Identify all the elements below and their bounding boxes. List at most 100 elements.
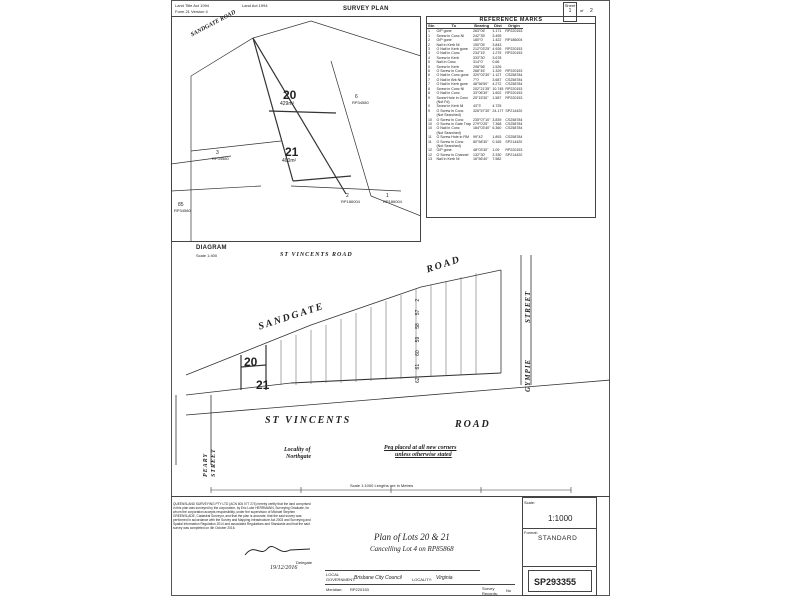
reference-marks-cell: RP220153 bbox=[505, 86, 523, 91]
reference-marks-cell: 16°56'40" bbox=[473, 157, 489, 162]
meridian-label: Meridian: bbox=[326, 587, 343, 592]
surveyor-statement: QUEENSLAND SURVEYING PTY LTD (ACN 604 07… bbox=[173, 502, 311, 530]
meridian-value: RP220153 bbox=[350, 587, 369, 592]
reference-marks-cell: CS258784 bbox=[505, 126, 523, 131]
government-value: Brisbane City Council bbox=[354, 575, 402, 581]
reference-marks-cell: 150°05' bbox=[473, 42, 486, 47]
reference-marks-cell: CS258784 bbox=[505, 82, 523, 87]
reference-marks-cell: 1.422 bbox=[492, 38, 502, 43]
peg-note-1: Peg placed at all new corners bbox=[384, 445, 457, 451]
reference-marks-cell: 11 bbox=[428, 135, 432, 140]
plan-number-box bbox=[528, 570, 592, 592]
survey-plan-heading: SURVEY PLAN bbox=[343, 6, 389, 12]
reference-marks-cell: 4 bbox=[428, 55, 430, 60]
plan-lot-number: 2 bbox=[415, 298, 421, 302]
reference-marks-cell: 10 bbox=[428, 126, 432, 131]
reference-marks-column-header: Stn bbox=[427, 23, 436, 30]
reference-marks-cell: 12 bbox=[428, 152, 432, 157]
diagram-lot-2: 2 bbox=[346, 193, 349, 199]
reference-marks-cell: 4.725 bbox=[492, 104, 502, 109]
diagram-lot-6: 6 bbox=[355, 94, 358, 100]
sheet-box: Sheet 1 bbox=[563, 2, 577, 22]
reference-marks-cell: O/P gone bbox=[436, 29, 452, 34]
reference-marks-cell: RP220153 bbox=[505, 95, 523, 100]
reference-marks-cell: 0.165 bbox=[492, 139, 502, 144]
scale-value: 1:1000 bbox=[548, 514, 573, 523]
diagram-lot-1: 1 bbox=[386, 193, 389, 199]
plan-number: SP293355 bbox=[534, 577, 577, 587]
reference-marks-cell: 1.602 bbox=[492, 91, 502, 96]
sheet-label: Sheet bbox=[564, 3, 576, 8]
reference-marks-cell bbox=[504, 157, 523, 161]
reference-marks-cell: RP220153 bbox=[505, 29, 523, 34]
reference-marks-cell: RP186004 bbox=[505, 38, 523, 43]
form-number: Form 21 Version 4 bbox=[175, 9, 208, 14]
reference-marks-cell: O Screw in Conc bbox=[436, 139, 464, 144]
street-peary-2: STREET bbox=[211, 448, 217, 477]
reference-marks-cell: O Screw in Channel bbox=[436, 152, 469, 157]
reference-marks-cell: 1.329 bbox=[492, 69, 502, 74]
reference-marks-cell: 3 bbox=[428, 51, 430, 56]
reference-marks-cell: 268°45' bbox=[473, 69, 486, 74]
reference-marks-cell: 24.177 bbox=[492, 108, 504, 113]
reference-marks-cell: SP214420 bbox=[505, 139, 523, 144]
scale-label: Scale: bbox=[524, 500, 536, 505]
reference-marks-cell: O Screw in Gate Trap bbox=[436, 121, 472, 126]
reference-marks-cell: 242°35' bbox=[473, 33, 486, 38]
reference-marks-cell: CS258784 bbox=[505, 73, 523, 78]
reference-marks-cell: 3.495 bbox=[492, 33, 502, 38]
reference-marks-cell: 279°0'25" bbox=[473, 121, 489, 126]
reference-marks-cell: 7.582 bbox=[492, 157, 502, 162]
signature-date: 19/12/2016 bbox=[270, 565, 298, 571]
reference-marks-cell: 7 bbox=[428, 77, 430, 82]
reference-marks-cell: 9 bbox=[428, 95, 430, 100]
reference-marks-cell: O Screw in Conc bbox=[436, 108, 464, 113]
reference-marks-cell: Screw Hole in Conc bbox=[436, 95, 469, 100]
government-label: GOVERNMENT: bbox=[326, 577, 356, 582]
reference-marks-column-header: Origin bbox=[504, 23, 524, 30]
reference-marks-cell: 4.272 bbox=[492, 82, 502, 87]
reference-marks-cell: 1.09 bbox=[492, 148, 500, 153]
reference-marks-cell: 1 bbox=[428, 29, 430, 34]
locality-field-label: LOCALITY: bbox=[412, 577, 433, 582]
reference-marks-row: (Not Searched) bbox=[427, 113, 523, 117]
reference-marks-cell: 1.587 bbox=[492, 95, 502, 100]
reference-marks-cell: Screw in Kerb bbox=[436, 64, 459, 69]
reference-marks-cell: RP220153 bbox=[505, 91, 523, 96]
diagram-lot-20-area: 429m² bbox=[280, 101, 295, 107]
reference-marks-cell: 314°0' bbox=[473, 60, 484, 65]
reference-marks-cell: O Nail in Conc bbox=[436, 91, 460, 96]
sheet-of-label: of bbox=[580, 8, 584, 13]
reference-marks-cell: SP214420 bbox=[505, 152, 523, 157]
reference-marks-cell: O Nail in Conc bbox=[436, 51, 460, 56]
meridian-divider bbox=[325, 584, 515, 585]
street-gympie-label: STREET bbox=[524, 290, 532, 323]
plan-lot-21: 21 bbox=[256, 378, 270, 392]
reference-marks-cell: 202°21'35" bbox=[473, 86, 491, 91]
reference-marks-cell: 184°03'40" bbox=[473, 126, 491, 131]
title-block bbox=[522, 497, 597, 596]
diagram-road-st-vincents: ST VINCENTS ROAD bbox=[280, 252, 353, 258]
reference-marks-cell: Screw in Kerb bbox=[436, 55, 459, 60]
reference-marks-cell: Screw in Conc Nl bbox=[436, 33, 465, 38]
reference-marks-cell: 8 bbox=[428, 86, 430, 91]
diagram-lot-3-plan: RP34580 bbox=[212, 156, 229, 161]
diagram-lot-2-plan: RP186004 bbox=[341, 199, 360, 204]
reference-marks-cell: RP220153 bbox=[505, 51, 523, 56]
reference-marks-cell: 7 bbox=[428, 82, 430, 87]
reference-marks-cell: 33°06'30" bbox=[473, 91, 489, 96]
reference-marks-cell: (Not Searched) bbox=[436, 113, 461, 118]
reference-marks-cell: 3.687 bbox=[492, 77, 502, 82]
reference-marks-cell: O Screw in Conc bbox=[436, 69, 464, 74]
